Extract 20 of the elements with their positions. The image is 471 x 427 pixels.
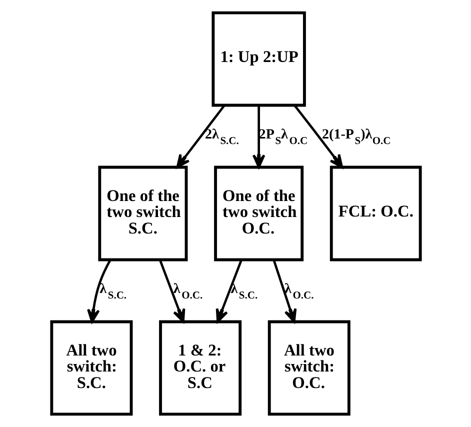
node-box: One of the two switch O.C. [214, 166, 304, 262]
edge-label: 2λ$_{S.C.}$ [204, 126, 238, 148]
arrow [86, 259, 111, 323]
arrow [272, 260, 296, 323]
edge-label: 2P$_{S}$λ$_{O.C}$ [258, 126, 308, 148]
node-box: FCL: O.C. [329, 166, 422, 262]
node-box: 1 & 2: O.C. or S.C [158, 320, 242, 416]
node-box: 1: Up 2:UP [211, 11, 306, 107]
arrow [176, 104, 225, 168]
edge-label: λ$_{O.C.}$ [172, 281, 202, 302]
edge-label: λ$_{O.C.}$ [284, 281, 314, 302]
node-box: One of the two switch S.C. [98, 166, 188, 262]
arrow [158, 259, 185, 323]
node-box: All two switch: O.C. [267, 320, 350, 416]
arrow [293, 104, 343, 168]
edge-label: λ$_{S.C.}$ [99, 281, 126, 302]
arrow [215, 259, 242, 323]
node-box: All two switch: S.C. [50, 320, 132, 416]
arrow [252, 105, 265, 168]
edge-label: 2(1-P$_{S}$)λ$_{O.C}$ [322, 126, 390, 148]
